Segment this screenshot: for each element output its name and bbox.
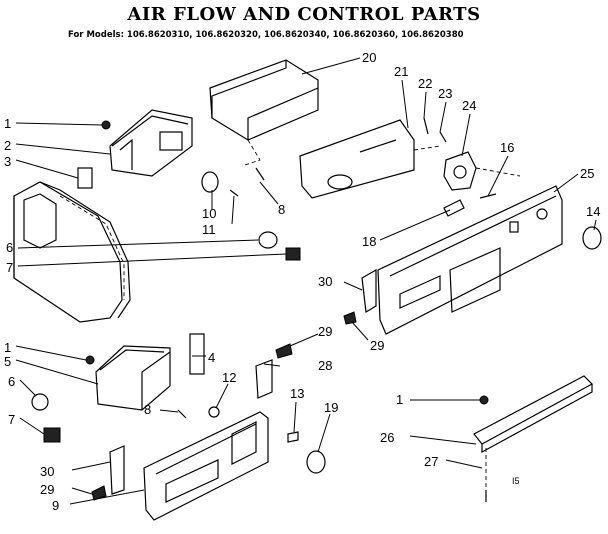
callout-9: 9 xyxy=(52,498,59,513)
callout-3: 3 xyxy=(4,154,11,169)
callout-25: 25 xyxy=(580,166,594,181)
callout-16: 16 xyxy=(500,140,514,155)
callout-27: 27 xyxy=(424,454,438,469)
callout-7-lower: 7 xyxy=(8,412,15,427)
callout-8-lower: 8 xyxy=(144,402,151,417)
callout-12: 12 xyxy=(222,370,236,385)
callout-22: 22 xyxy=(418,76,432,91)
figure-code: I5 xyxy=(512,476,520,486)
callout-28: 28 xyxy=(318,358,332,373)
callout-1-right: 1 xyxy=(396,392,403,407)
callout-29-lower: 29 xyxy=(40,482,54,497)
callout-6-upper: 6 xyxy=(6,240,13,255)
cabinet-liner xyxy=(13,181,131,323)
callout-30-lower: 30 xyxy=(40,464,54,479)
callout-10: 10 xyxy=(202,206,216,221)
callout-11: 11 xyxy=(202,222,216,237)
callout-7-upper: 7 xyxy=(6,260,13,275)
mullion-strip xyxy=(473,375,593,488)
callout-13: 13 xyxy=(290,386,304,401)
callout-21: 21 xyxy=(394,64,408,79)
control-panel-upper xyxy=(377,185,563,335)
callout-numbers: 1 2 3 10 11 8 20 21 22 23 24 16 25 14 18… xyxy=(4,50,600,513)
callout-14: 14 xyxy=(586,204,600,219)
callout-1-lower: 1 xyxy=(4,340,11,355)
callout-30-upper: 30 xyxy=(318,274,332,289)
callout-2: 2 xyxy=(4,138,11,153)
callout-6-lower: 6 xyxy=(8,374,15,389)
callout-5: 5 xyxy=(4,354,11,369)
thermostat-control xyxy=(443,151,521,191)
callout-26: 26 xyxy=(380,430,394,445)
callout-4: 4 xyxy=(208,350,215,365)
callout-23: 23 xyxy=(438,86,452,101)
callout-18: 18 xyxy=(362,234,376,249)
small-hardware xyxy=(31,117,602,502)
callout-29-upper-right: 29 xyxy=(370,338,384,353)
air-duct-cover xyxy=(209,59,319,167)
callout-20: 20 xyxy=(362,50,376,65)
control-housing-upper xyxy=(109,109,193,177)
callout-8-upper: 8 xyxy=(278,202,285,217)
callout-19: 19 xyxy=(324,400,338,415)
callout-29-upper-left: 29 xyxy=(318,324,332,339)
page-title: AIR FLOW AND CONTROL PARTS xyxy=(127,4,481,25)
callout-leaders xyxy=(15,57,597,505)
control-panel-lower xyxy=(143,411,269,521)
callout-1-upper: 1 xyxy=(4,116,11,131)
thermostat-bracket xyxy=(299,119,441,199)
callout-24: 24 xyxy=(462,98,476,113)
control-housing-lower xyxy=(95,345,171,411)
model-numbers: For Models: 106.8620310, 106.8620320, 10… xyxy=(68,30,464,40)
